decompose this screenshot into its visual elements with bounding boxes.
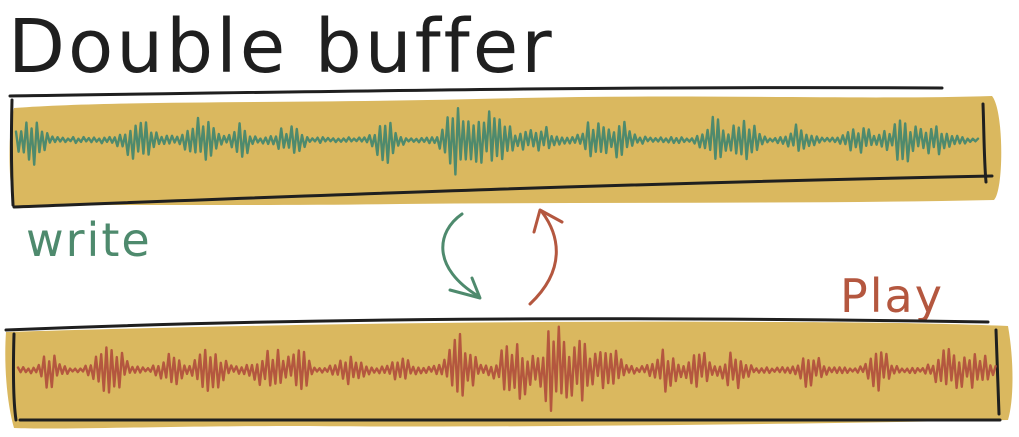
curved-arrow-down-icon <box>441 212 482 300</box>
curved-arrow-up-icon <box>528 208 564 306</box>
play-buffer-top-line <box>4 317 990 332</box>
play-buffer-bottom-line <box>18 417 1002 422</box>
write-buffer-left-edge <box>9 98 15 207</box>
diagram-title: Double buffer <box>8 4 555 90</box>
write-label: write <box>26 213 152 267</box>
play-label: Play <box>840 269 944 323</box>
play-buffer-right-edge <box>994 328 1001 416</box>
play-waveform <box>16 325 997 412</box>
write-buffer-top-line <box>8 86 944 98</box>
write-buffer <box>8 86 1002 209</box>
write-buffer-right-edge <box>981 102 988 184</box>
play-buffer-left-edge <box>11 332 18 422</box>
write-waveform <box>14 106 980 176</box>
write-buffer-fill <box>9 96 1002 206</box>
write-buffer-bottom-line <box>12 174 994 209</box>
play-buffer <box>4 317 1013 429</box>
